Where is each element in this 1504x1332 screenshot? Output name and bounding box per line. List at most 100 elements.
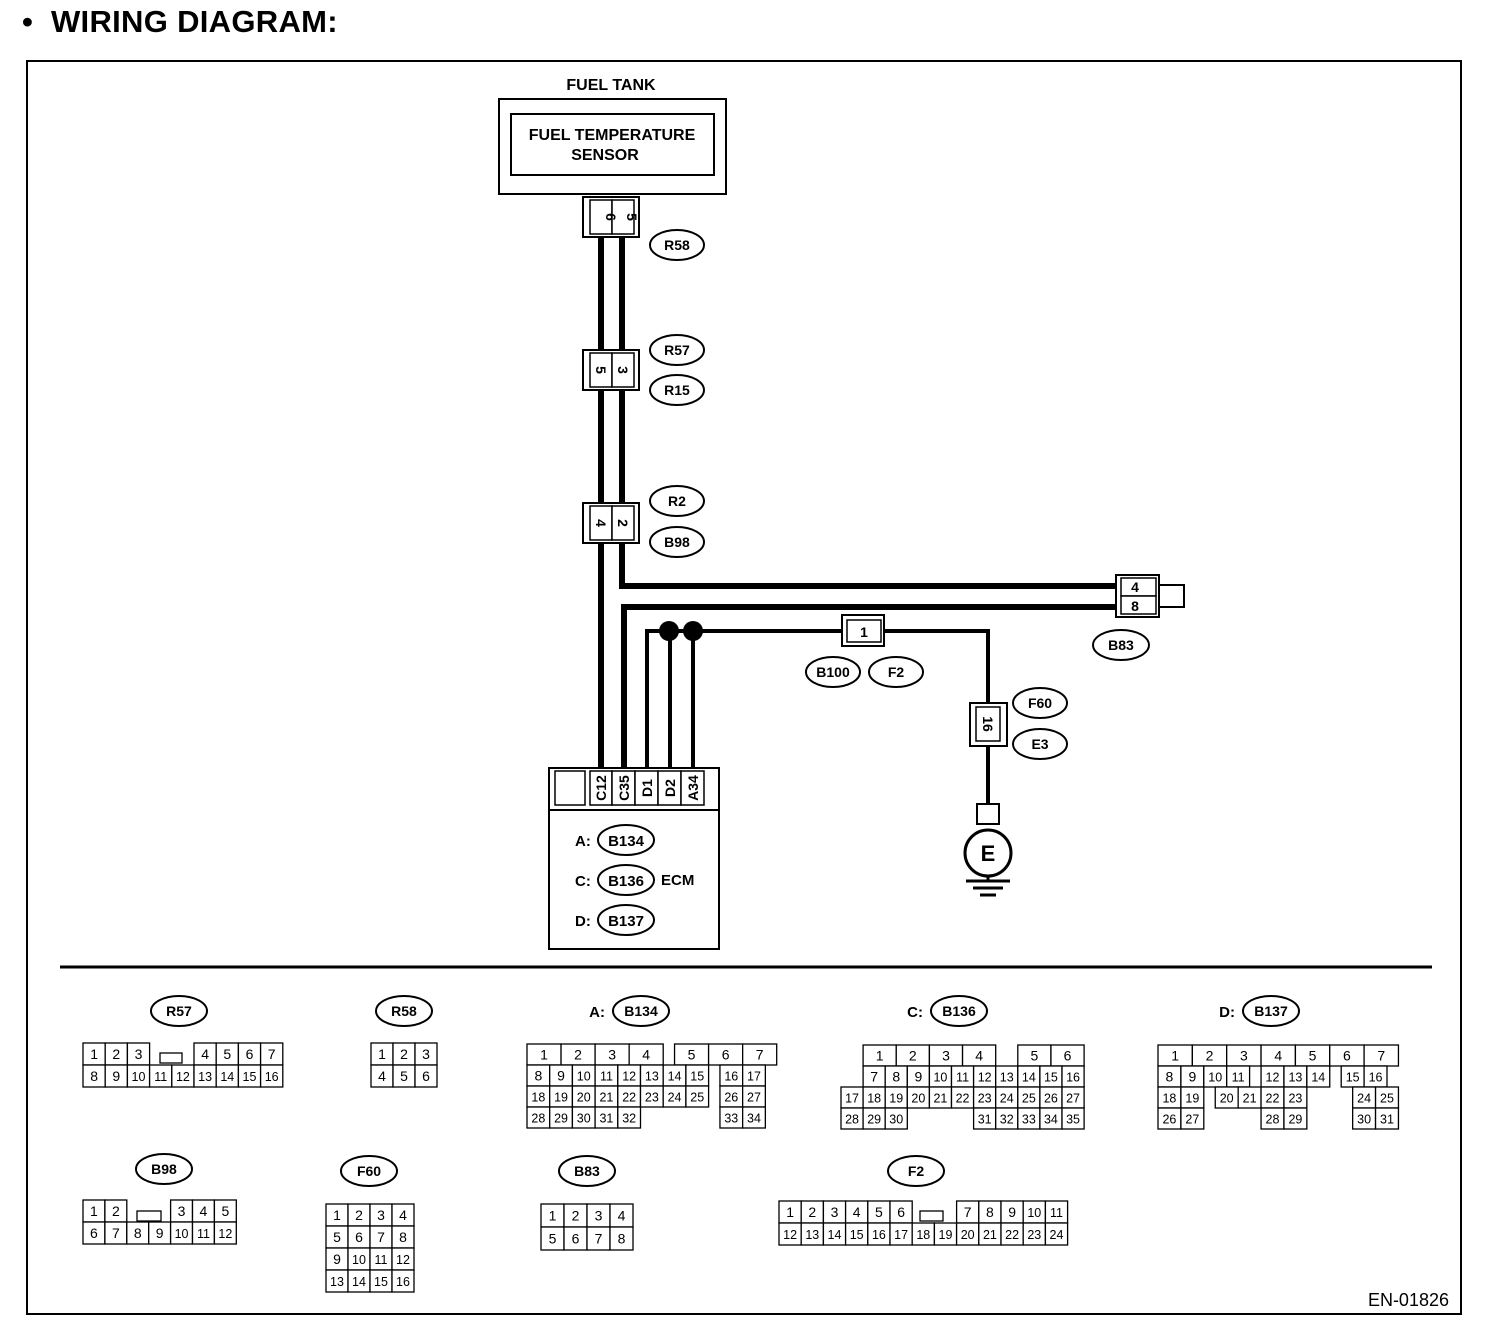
tag-b83 bbox=[1092, 629, 1150, 661]
pin-cell bbox=[685, 1085, 710, 1108]
pin-cell bbox=[617, 1106, 642, 1129]
ecm-pin-c12: C12 bbox=[593, 775, 609, 801]
tag-r57-text: R57 bbox=[664, 342, 690, 358]
pin-label: 19 bbox=[939, 1228, 953, 1242]
pin-label: 5 bbox=[1309, 1048, 1317, 1064]
face-tag-text: B83 bbox=[574, 1163, 600, 1179]
face-tag-text: R57 bbox=[166, 1003, 192, 1019]
pin-label: 26 bbox=[724, 1091, 738, 1105]
pin-label: 27 bbox=[1066, 1092, 1080, 1106]
pin-label: 13 bbox=[1000, 1071, 1014, 1085]
wire-ground-bus bbox=[645, 629, 990, 771]
pin-label: 16 bbox=[724, 1070, 738, 1084]
pin-label: 31 bbox=[978, 1113, 992, 1127]
tag-b98-text: B98 bbox=[664, 534, 690, 550]
pin-label: 34 bbox=[1044, 1113, 1058, 1127]
pin-label: 2 bbox=[112, 1046, 120, 1062]
pin-label: 16 bbox=[1066, 1071, 1080, 1085]
pin-label: 1 bbox=[540, 1047, 548, 1063]
pin-label: 12 bbox=[978, 1071, 992, 1085]
pin-label: 20 bbox=[1220, 1092, 1234, 1106]
r58-pin-a: 6 bbox=[603, 213, 619, 221]
pin-label: 10 bbox=[175, 1227, 189, 1241]
pin-label: 3 bbox=[135, 1046, 143, 1062]
pin-label: 10 bbox=[577, 1070, 591, 1084]
pin-label: 28 bbox=[531, 1112, 545, 1126]
ecm-pin-a34: A34 bbox=[685, 775, 701, 801]
page-title: • WIRING DIAGRAM: bbox=[22, 4, 338, 40]
tag-b83-text: B83 bbox=[1108, 637, 1134, 653]
pin-label: 4 bbox=[853, 1204, 861, 1220]
pin-label: 6 bbox=[246, 1046, 254, 1062]
pin-label: 5 bbox=[223, 1046, 231, 1062]
pin-label: 18 bbox=[531, 1091, 545, 1105]
pin-label: 11 bbox=[1050, 1206, 1063, 1220]
pin-label: 25 bbox=[690, 1091, 704, 1105]
pin-label: 31 bbox=[1380, 1113, 1394, 1127]
pin-label: 7 bbox=[112, 1225, 120, 1241]
pin-label: 23 bbox=[1027, 1228, 1041, 1242]
pin-label: 2 bbox=[112, 1203, 120, 1219]
pin-label: 1 bbox=[876, 1048, 884, 1064]
pin-label: 16 bbox=[265, 1070, 279, 1084]
pin-label: 29 bbox=[1288, 1113, 1302, 1127]
pin-label: 14 bbox=[828, 1228, 842, 1242]
pin-label: 4 bbox=[201, 1046, 209, 1062]
pin-label: 16 bbox=[1369, 1071, 1383, 1085]
pin-label: 14 bbox=[220, 1070, 234, 1084]
wire-harness bbox=[598, 236, 1120, 805]
wire-c35 bbox=[621, 604, 1120, 771]
pin-label: 15 bbox=[374, 1275, 388, 1289]
pin-label: 24 bbox=[668, 1091, 682, 1105]
tag-b100 bbox=[805, 656, 861, 688]
connector-b83: 4 8 bbox=[1115, 574, 1185, 618]
pin-label: 1 bbox=[333, 1207, 341, 1223]
pin-label: 1 bbox=[378, 1046, 386, 1062]
ecm-block: C12 C35 D1 D2 A34 A: B134 C: B136 ECM D:… bbox=[548, 767, 720, 950]
ecm-tag-b134 bbox=[597, 824, 655, 856]
face-tag-text: B137 bbox=[1254, 1003, 1288, 1019]
pin-label: 23 bbox=[645, 1091, 659, 1105]
sensor-label-line1: FUEL TEMPERATURE bbox=[529, 127, 696, 144]
pin-label: 27 bbox=[1185, 1113, 1199, 1127]
pin-label: 6 bbox=[722, 1047, 730, 1063]
pin-label: 29 bbox=[554, 1112, 568, 1126]
pin-label: 12 bbox=[218, 1227, 232, 1241]
pin-label: 18 bbox=[867, 1092, 881, 1106]
pin-label: 20 bbox=[911, 1092, 925, 1106]
pin-label: 4 bbox=[975, 1048, 983, 1064]
tag-r15 bbox=[649, 374, 705, 406]
pin-label: 21 bbox=[599, 1091, 613, 1105]
pin-cell bbox=[1306, 1065, 1331, 1088]
fuel-tank-label: FUEL TANK bbox=[566, 77, 656, 94]
lock-tab bbox=[136, 1210, 162, 1222]
face-prefix: A: bbox=[589, 1004, 605, 1021]
ecm-prefix-c: C: bbox=[575, 873, 591, 890]
pin-label: 4 bbox=[378, 1068, 386, 1084]
sensor-label-line2: SENSOR bbox=[571, 147, 639, 164]
pin-label: 5 bbox=[400, 1068, 408, 1084]
pin-label: 1 bbox=[1171, 1048, 1179, 1064]
pin-label: 3 bbox=[595, 1208, 603, 1224]
face-tag-text: F60 bbox=[357, 1163, 381, 1179]
pin-label: 17 bbox=[747, 1070, 761, 1084]
pin-label: 4 bbox=[618, 1208, 626, 1224]
connector-f60-e3: 16 bbox=[969, 702, 1008, 747]
pin-label: 21 bbox=[933, 1092, 947, 1106]
face-tag-text: R58 bbox=[391, 1003, 417, 1019]
pin-cell bbox=[259, 1064, 284, 1088]
face-tag bbox=[930, 995, 988, 1027]
pin-label: 13 bbox=[645, 1070, 659, 1084]
pin-label: 9 bbox=[112, 1068, 120, 1084]
fuel-temperature-sensor-box bbox=[510, 113, 715, 176]
pin-label: 21 bbox=[983, 1228, 997, 1242]
f60-pin: 16 bbox=[980, 716, 996, 732]
tag-r2 bbox=[649, 485, 705, 517]
pin-label: 6 bbox=[1064, 1048, 1072, 1064]
